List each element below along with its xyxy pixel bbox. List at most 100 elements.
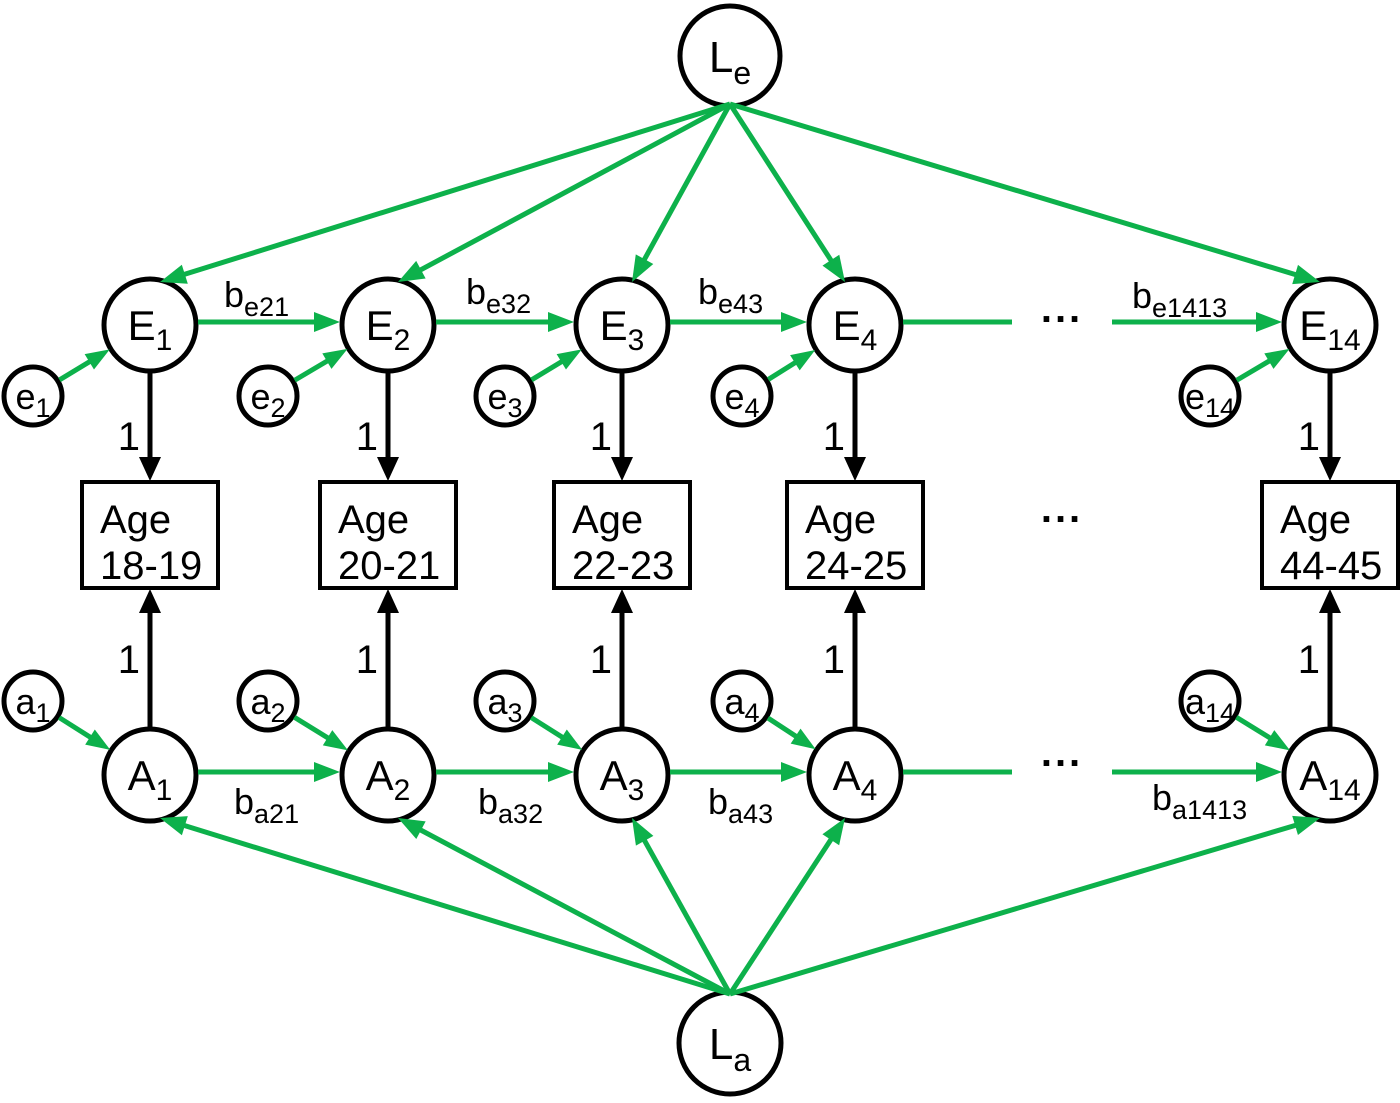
label-b-e-chain-0-main: b [224,274,244,315]
observed-box-4-line2: 24-25 [805,544,907,588]
label-b-e-chain-1-sub: e32 [486,289,531,319]
label-A1-main: A [128,752,156,799]
observed-box-2-line2: 20-21 [338,544,440,588]
label-e2-sub: 2 [271,393,286,423]
label-a2-sub: 2 [271,698,286,728]
edge-A4-box [844,589,866,729]
edge-E3-E4 [670,312,807,332]
label-b-a-chain-1-sub: a32 [498,799,543,829]
label-A1-sub: 1 [156,774,173,807]
label-b-a-chain-2: ba43 [708,781,773,829]
label-E3-sub: 3 [628,324,645,357]
edge-E4-box [844,371,866,481]
edge-La-A4 [727,818,845,996]
observed-box-1-line2: 18-19 [100,544,202,588]
edge-Le-E4 [727,102,845,282]
observed-box-14 [1260,480,1400,590]
label-E14-sub: 14 [1327,324,1360,357]
edge-a4-A4 [766,715,816,750]
label-Le-sub: e [733,55,751,91]
label-E4-main: E [833,302,861,349]
label-A2-sub: 2 [394,774,411,807]
residual-node-e3 [473,364,537,428]
label-b-a-chain-3-main: b [1152,777,1172,818]
label-b-e-chain-1: be32 [466,271,531,319]
label-E14-main: E [1299,302,1327,349]
edge-e4-E4 [766,350,816,382]
edge-a14-A14 [1235,715,1290,751]
observed-box-14-line1: Age [1280,498,1351,542]
label-a4-main: a [724,681,745,722]
edge-a3-A3 [529,715,583,750]
loading-label-E4: 1 [823,415,845,459]
observed-box-1 [80,480,220,590]
label-b-a-chain-1: ba32 [478,781,543,829]
edge-e1-E1 [58,349,110,383]
residual-node-e14 [1178,364,1242,428]
loading-label-A14: 1 [1298,638,1320,682]
label-a14-sub: 14 [1205,698,1235,728]
label-a14: a14 [1185,681,1235,728]
label-A14-main: A [1299,752,1327,799]
label-e1-main: e [15,376,35,417]
edge-A14-box [1319,589,1341,729]
residual-node-e4 [710,364,774,428]
label-b-a-chain-0-main: b [234,781,254,822]
label-e2-main: e [250,376,270,417]
label-E3: E3 [600,302,645,357]
edge-La-A14 [729,815,1320,997]
label-A14-sub: 14 [1327,774,1360,807]
ellipsis-row-0: ... [1041,287,1083,331]
label-e1-sub: 1 [36,393,51,423]
label-e4-sub: 4 [745,393,760,423]
label-b-e-chain-3-main: b [1132,275,1152,316]
residual-node-a14 [1178,669,1242,733]
label-a3-main: a [487,681,508,722]
label-e1: e1 [15,376,50,423]
label-e14-sub: 14 [1205,393,1235,423]
edge-Le-E3 [632,102,733,282]
loading-label-E2: 1 [356,415,378,459]
label-Le: Le [709,33,751,91]
label-a14-main: a [1185,681,1206,722]
residual-node-e1 [1,364,65,428]
label-a1-sub: 1 [36,698,51,728]
residual-node-e2 [236,364,300,428]
ellipsis-row-1: ... [1041,487,1083,531]
label-b-a-chain-3: ba1413 [1152,777,1247,825]
edge-E2-E3 [436,312,574,332]
label-e14-main: e [1185,376,1205,417]
loading-label-E3: 1 [590,415,612,459]
label-a3-sub: 3 [508,698,523,728]
label-E2-main: E [366,302,394,349]
label-e3-sub: 3 [508,393,523,423]
label-a4: a4 [724,681,759,728]
edge-Le-E2 [398,101,732,282]
label-A4-main: A [833,752,861,799]
observed-box-4 [785,480,925,590]
label-b-e-chain-0-sub: e21 [244,292,289,322]
label-e2: e2 [250,376,285,423]
edge-a2-A2 [293,715,348,751]
observed-box-14-line2: 44-45 [1280,544,1382,588]
label-Le-main: L [709,33,733,82]
edge-E3-box [611,371,633,481]
label-La: La [709,1020,751,1078]
loading-label-A3: 1 [590,638,612,682]
label-a3: a3 [487,681,522,728]
observed-box-2 [318,480,458,590]
label-E4-sub: 4 [861,324,878,357]
label-La-sub: a [733,1042,751,1078]
label-a2-main: a [250,681,271,722]
label-e14: e14 [1185,376,1235,423]
label-b-e-chain-3-sub: e1413 [1152,293,1227,323]
label-La-main: L [709,1020,733,1069]
residual-node-a3 [473,669,537,733]
edge-A1-box [139,589,161,729]
edge-A1-A2 [198,762,340,782]
edge-A2-box [377,589,399,729]
label-E2: E2 [366,302,411,357]
residual-node-a1 [1,669,65,733]
residual-node-a4 [710,669,774,733]
